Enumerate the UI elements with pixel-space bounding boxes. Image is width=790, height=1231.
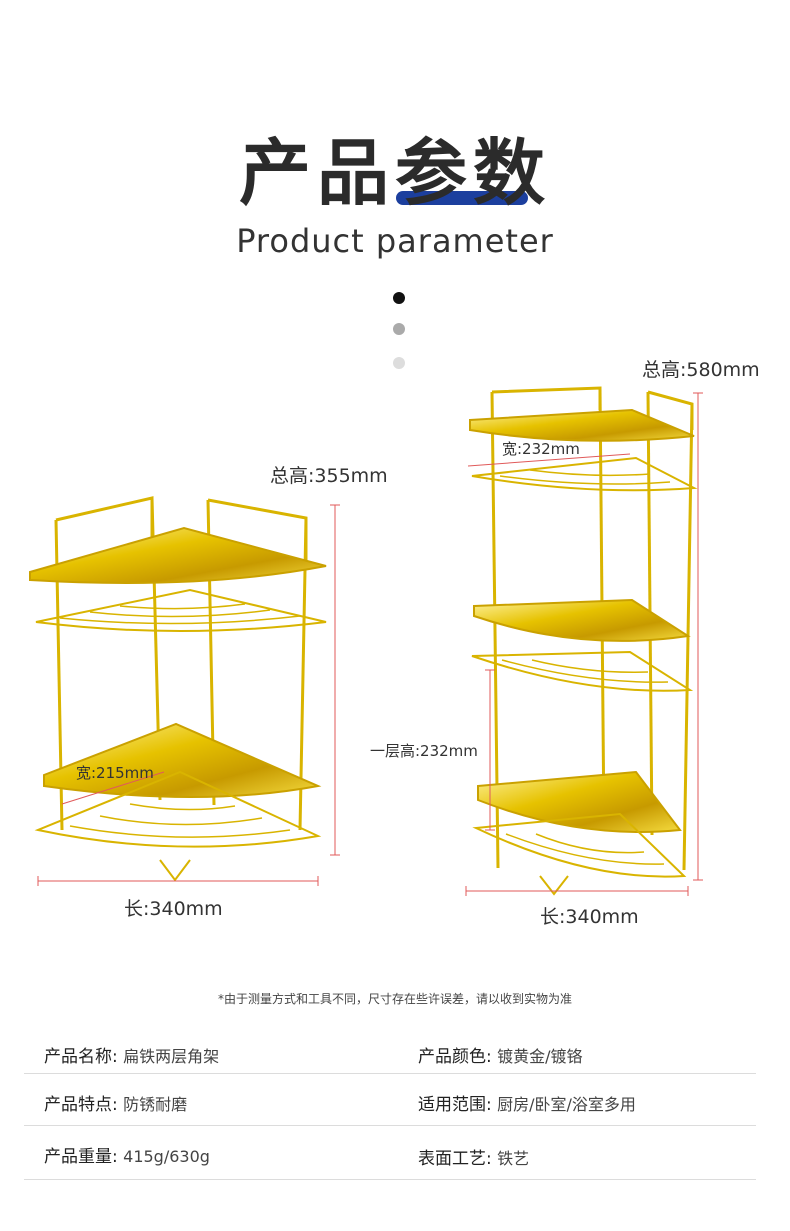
spec-feature: 产品特点: 防锈耐磨 — [44, 1090, 187, 1115]
spec-craft: 表面工艺: 铁艺 — [418, 1144, 529, 1169]
left-height-label: 总高:355mm — [270, 465, 388, 487]
row-divider — [24, 1073, 756, 1074]
right-length-label: 长:340mm — [540, 906, 639, 928]
spec-weight: 产品重量: 415g/630g — [44, 1142, 210, 1167]
row-divider — [24, 1125, 756, 1126]
left-width-label: 宽:215mm — [76, 764, 154, 782]
spec-label: 表面工艺: — [418, 1149, 492, 1169]
indicator-dot-3 — [393, 357, 405, 369]
spec-name: 产品名称: 扁铁两层角架 — [44, 1042, 219, 1067]
spec-label: 产品重量: — [44, 1147, 118, 1167]
right-height-label: 总高:580mm — [642, 359, 760, 381]
right-tier-height-label: 一层高:232mm — [370, 742, 478, 760]
indicator-dot-1 — [393, 292, 405, 304]
spec-value: 镀黄金/镀铬 — [497, 1047, 583, 1066]
right-width-label: 宽:232mm — [502, 440, 580, 458]
dimension-lines — [37, 392, 703, 896]
title-underline-bar — [396, 191, 528, 205]
indicator-dot-2 — [393, 323, 405, 335]
spec-color: 产品颜色: 镀黄金/镀铬 — [418, 1042, 583, 1067]
spec-label: 产品名称: — [44, 1047, 118, 1067]
left-length-label: 长:340mm — [124, 898, 223, 920]
spec-label: 产品颜色: — [418, 1047, 492, 1067]
spec-value: 415g/630g — [123, 1147, 210, 1166]
spec-value: 厨房/卧室/浴室多用 — [497, 1095, 636, 1114]
spec-value: 铁艺 — [497, 1149, 530, 1168]
spec-value: 防锈耐磨 — [123, 1095, 188, 1114]
product-illustration — [29, 386, 703, 896]
spec-value: 扁铁两层角架 — [123, 1047, 220, 1066]
measurement-note: *由于测量方式和工具不同，尺寸存在些许误差，请以收到实物为准 — [217, 992, 572, 1006]
spec-label: 适用范围: — [418, 1095, 492, 1115]
two-tier-shelf — [29, 496, 327, 882]
three-tier-shelf — [469, 386, 698, 896]
spec-usage: 适用范围: 厨房/卧室/浴室多用 — [418, 1090, 636, 1115]
row-divider — [24, 1179, 756, 1180]
page-title: 产品参数 — [238, 131, 551, 215]
page-subtitle: Product parameter — [236, 222, 554, 260]
spec-label: 产品特点: — [44, 1095, 118, 1115]
